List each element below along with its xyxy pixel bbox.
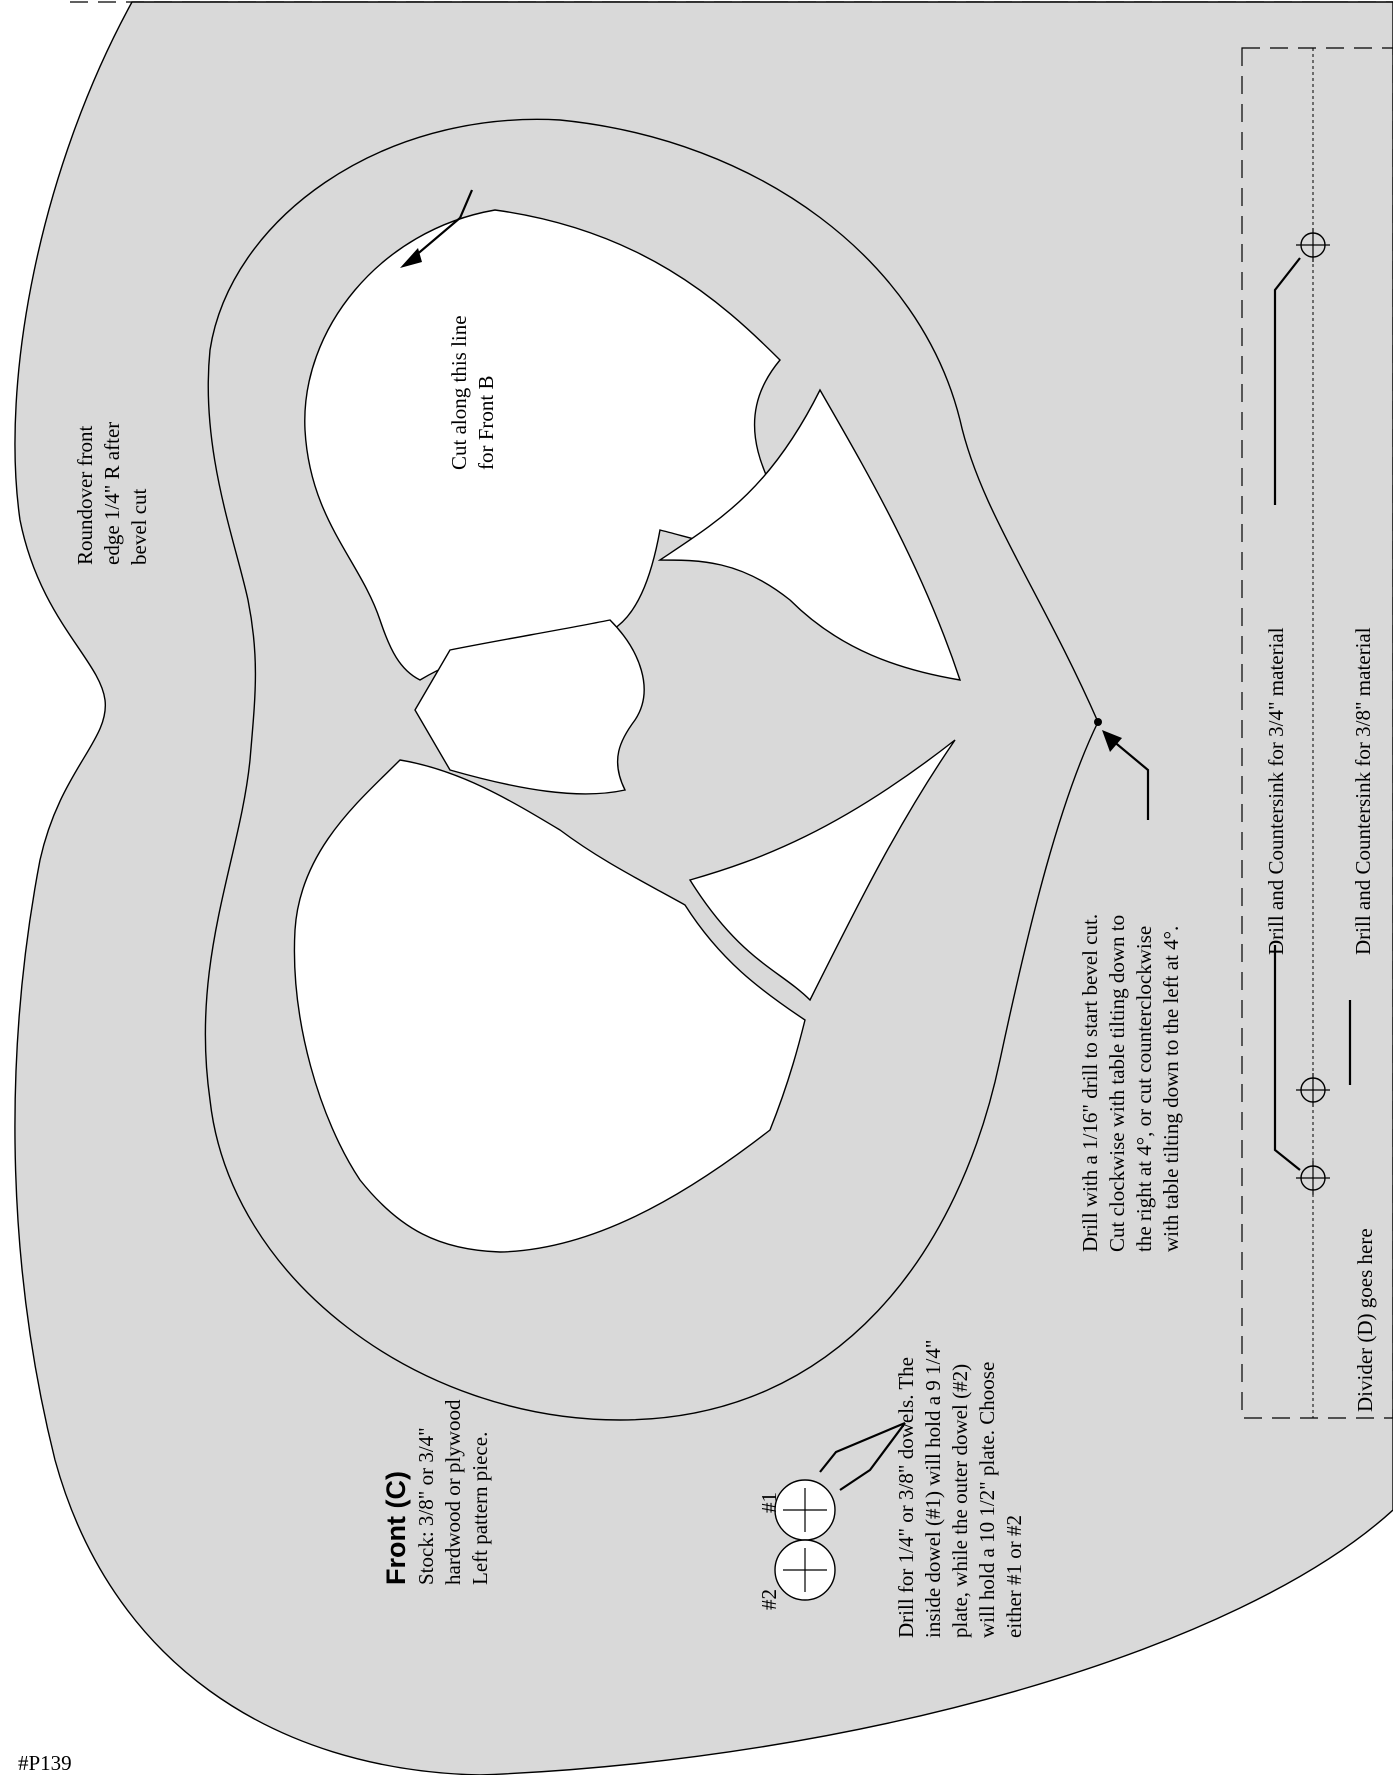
dowel-note: Drill for 1/4" or 3/8" dowels. The insid… <box>894 1340 1026 1638</box>
bevel-text-3: the right at 4°, or cut counterclockwise <box>1132 926 1156 1252</box>
bevel-text-2: Cut clockwise with table tilting down to <box>1105 915 1129 1252</box>
stock-line-3: Left pattern piece. <box>468 1432 492 1585</box>
right-upper-opening <box>657 388 962 681</box>
dowel-leader-2 <box>839 1422 906 1491</box>
divider-area <box>1241 47 1393 1419</box>
piece-title: Front (C) <box>381 1471 411 1585</box>
dowel-holes <box>774 1479 836 1601</box>
dowel-text-4: will hold a 10 1/2" plate. Choose <box>975 1362 999 1638</box>
bevel-arrowhead <box>1102 730 1122 752</box>
countersink-34-label: Drill and Countersink for 3/4" material <box>1264 627 1288 955</box>
dowel-label-1: #1 <box>757 1492 781 1513</box>
bevel-note: Drill with a 1/16" drill to start bevel … <box>1078 914 1183 1252</box>
stock-line-1: Stock: 3/8" or 3/4" <box>414 1427 438 1585</box>
dowel-text-1: Drill for 1/4" or 3/8" dowels. The <box>894 1357 918 1638</box>
cut-line-text-2: for Front B <box>474 376 498 471</box>
dowel-leader-1 <box>819 1421 906 1473</box>
cut-line-arrowhead <box>400 248 422 268</box>
divider-outline <box>1241 47 1393 1419</box>
lower-opening <box>293 759 806 1253</box>
dowel-text-2: inside dowel (#1) will hold a 9 1/4" <box>921 1340 945 1638</box>
countersink-34-leader-bottom <box>1273 945 1301 1171</box>
pattern-id: #P139 <box>18 1751 72 1775</box>
cut-line-leader <box>407 189 474 263</box>
divider-label: Divider (D) goes here <box>1353 1228 1377 1412</box>
heart-bevel-line <box>204 118 1099 1421</box>
roundover-line-3: bevel cut <box>127 488 151 565</box>
openings <box>293 209 962 1253</box>
roundover-line-2: edge 1/4" R after <box>100 422 124 565</box>
roundover-note: Roundover front edge 1/4" R after bevel … <box>73 422 151 565</box>
cut-line-note: Cut along this line for Front B <box>447 315 498 470</box>
right-lower-opening <box>688 739 956 1002</box>
leader-lines <box>400 189 1150 1491</box>
cut-line-text-1: Cut along this line <box>447 315 471 470</box>
center-opening <box>414 619 645 795</box>
piece-label: Front (C) Stock: 3/8" or 3/4" hardwood o… <box>381 1399 492 1585</box>
bevel-text-1: Drill with a 1/16" drill to start bevel … <box>1078 914 1102 1252</box>
bevel-leader <box>1111 739 1150 820</box>
dowel-text-3: plate, while the outer dowel (#2) <box>948 1364 972 1638</box>
countersink-38-label: Drill and Countersink for 3/8" material <box>1351 627 1375 955</box>
countersink-34-leader-top <box>1273 257 1301 505</box>
dowel-text-5: either #1 or #2 <box>1002 1515 1026 1638</box>
start-drill-hole <box>1094 718 1102 726</box>
stock-line-2: hardwood or plywood <box>441 1399 465 1585</box>
dowel-label-2: #2 <box>757 1589 781 1610</box>
bevel-text-4: with table tilting down to the left at 4… <box>1159 926 1183 1252</box>
roundover-line-1: Roundover front <box>73 425 97 565</box>
